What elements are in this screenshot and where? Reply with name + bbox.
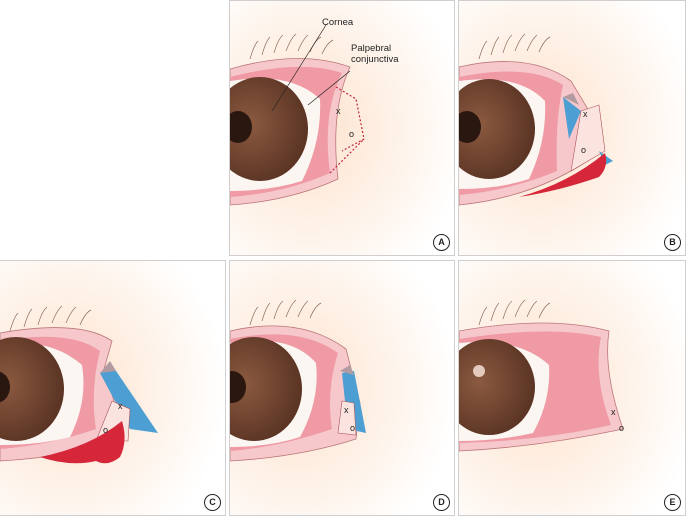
mark-x: x — [583, 109, 588, 119]
mark-x: x — [611, 407, 616, 417]
pupil — [230, 111, 252, 143]
mark-x: x — [118, 401, 123, 411]
conjunctiva-leader-line — [307, 70, 351, 106]
cornea-label: Cornea — [322, 17, 354, 28]
eye-illustration-d — [230, 261, 454, 515]
mark-o: o — [619, 423, 625, 433]
mark-o: o — [349, 129, 355, 139]
iris — [230, 77, 308, 181]
eye-illustration-a — [230, 1, 454, 255]
flap-blue — [563, 97, 581, 139]
incision-line — [329, 138, 365, 174]
eye-illustration-c — [0, 261, 225, 515]
palpebral-label: Palpebral — [351, 43, 392, 54]
mark-x: x — [336, 106, 341, 116]
panel-label: D — [433, 494, 450, 511]
panel-d: x o D — [229, 260, 455, 516]
pupil — [230, 371, 246, 403]
panel-e: x o E — [458, 260, 686, 516]
bleeding-edge — [40, 421, 125, 464]
eyelashes — [9, 305, 92, 332]
eye-illustration-e — [459, 261, 685, 515]
panel-b: x o B — [458, 0, 686, 256]
mark-x: x — [344, 405, 349, 415]
incision-outline — [335, 86, 365, 152]
cornea-leader-line — [271, 24, 327, 112]
flap-blue — [100, 365, 158, 433]
iris — [0, 337, 64, 441]
panel-a: Cornea Palpebral conjunctiva x o A — [229, 0, 455, 256]
mark-o: o — [350, 423, 356, 433]
panel-label: E — [664, 494, 681, 511]
flap-corner — [100, 361, 116, 373]
panel-c: x o C — [0, 260, 226, 516]
mark-o: o — [581, 145, 587, 155]
iris — [459, 339, 535, 435]
conjunctiva-label: conjunctiva — [351, 54, 399, 65]
iris — [459, 79, 535, 179]
panel-label: C — [204, 494, 221, 511]
pupil — [0, 371, 10, 403]
bleeding-edge — [519, 153, 607, 197]
pupil — [459, 111, 481, 143]
eyelashes — [249, 299, 322, 326]
flap-blue-tip — [599, 151, 613, 165]
panel-label: A — [433, 234, 450, 251]
eye-illustration-b — [459, 1, 685, 255]
eyelashes — [478, 299, 551, 326]
flap-skin — [570, 104, 606, 172]
light-reflex — [473, 365, 485, 377]
eyelashes — [478, 33, 551, 60]
flap-corner — [563, 93, 579, 105]
flap-corner — [340, 365, 354, 375]
panel-label: B — [664, 234, 681, 251]
mark-o: o — [103, 425, 109, 435]
flap-skin — [337, 400, 357, 436]
iris — [230, 337, 302, 441]
